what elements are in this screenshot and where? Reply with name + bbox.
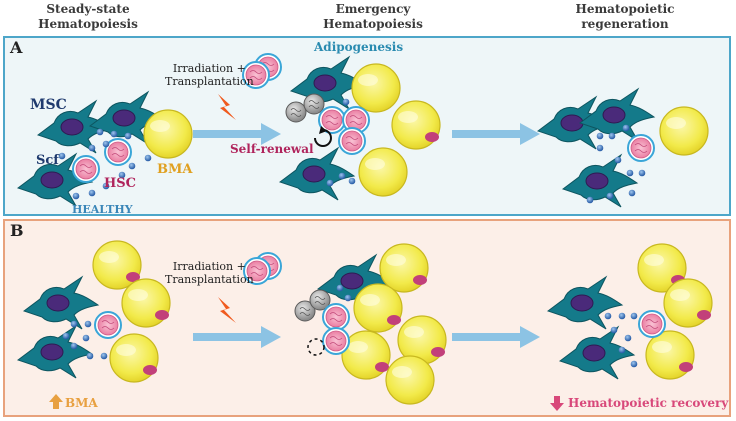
hsc-cell: [627, 134, 655, 162]
irradiation-label-b: Irradiation + Transplantation: [165, 260, 254, 286]
panel-b-label: B: [10, 221, 24, 240]
adipocyte: [659, 106, 709, 156]
self-renewal-label: Self-renewal: [230, 142, 314, 156]
irradiation-line2: Transplantation: [165, 273, 254, 286]
hsc-cell: [94, 311, 122, 339]
hematopoietic-recovery-label: Hematopoietic recovery: [568, 396, 729, 410]
hsc-label: HSC: [104, 176, 137, 191]
header-regeneration-line1: Hematopoietic: [575, 2, 675, 16]
healthy-label: HEALTHY: [72, 203, 133, 216]
header-emergency: Emergency Hematopoiesis: [318, 2, 428, 32]
header-emergency-line2: Hematopoiesis: [323, 17, 423, 31]
adipocyte: [353, 283, 403, 333]
adipocyte: [391, 100, 441, 150]
adipocyte: [379, 243, 429, 293]
irradiation-label-a: Irradiation + Transplantation: [165, 62, 254, 88]
msc-cell: [562, 154, 638, 208]
irradiation-line2: Transplantation: [165, 75, 254, 88]
panel-a-regeneration: [537, 88, 709, 208]
irradiation-line1: Irradiation +: [172, 62, 246, 75]
up-arrow-icon: [49, 394, 63, 409]
adipocyte: [121, 278, 171, 328]
adipocyte: [143, 109, 193, 159]
header-emergency-line1: Emergency: [335, 2, 411, 16]
irradiation-line1: Irradiation +: [172, 260, 246, 273]
msc-cell: [17, 325, 93, 379]
impaired-self-renewal-icon: [307, 338, 325, 356]
msc-cell: [547, 276, 623, 330]
bma-increase-label: BMA: [65, 396, 98, 410]
header-steady-state: Steady-state Hematopoiesis: [38, 2, 138, 32]
irradiation-bolt-icon: [218, 94, 236, 120]
panel-b-regeneration: [547, 243, 713, 380]
bma-label: BMA: [157, 162, 193, 177]
adipocyte: [385, 355, 435, 405]
hsc-cell: [72, 155, 100, 183]
header-steady-line1: Steady-state: [46, 2, 130, 16]
arrow-right-icon: [193, 326, 281, 348]
panel-a-emergency: [279, 56, 441, 201]
hsc-cell: [322, 327, 350, 355]
hsc-cell: [338, 127, 366, 155]
hsc-cell: [322, 303, 350, 331]
scf-label: Scf: [36, 153, 59, 168]
adipocyte: [109, 333, 159, 383]
adipocyte: [351, 63, 401, 113]
gray-cell: [285, 101, 307, 123]
adipocyte: [358, 147, 408, 197]
adipocyte: [645, 330, 695, 380]
msc-label: MSC: [30, 97, 67, 113]
header-regeneration: Hematopoietic regeneration: [570, 2, 680, 32]
panel-b-steady-state: [17, 240, 171, 383]
panel-b-emergency: [294, 243, 447, 405]
adipogenesis-label: Adipogenesis: [314, 40, 404, 54]
header-steady-line2: Hematopoiesis: [38, 17, 138, 31]
hsc-cell: [638, 310, 666, 338]
irradiation-bolt-icon: [218, 297, 236, 323]
adipocyte: [663, 278, 713, 328]
down-arrow-icon: [550, 396, 564, 411]
msc-cell: [579, 88, 655, 142]
panel-a-label: A: [10, 38, 23, 57]
arrow-right-icon: [452, 326, 540, 348]
gray-cell: [303, 93, 325, 115]
self-renewal-arrow-icon: [314, 129, 332, 147]
arrow-right-icon: [452, 123, 540, 145]
header-regeneration-line2: regeneration: [581, 17, 669, 31]
